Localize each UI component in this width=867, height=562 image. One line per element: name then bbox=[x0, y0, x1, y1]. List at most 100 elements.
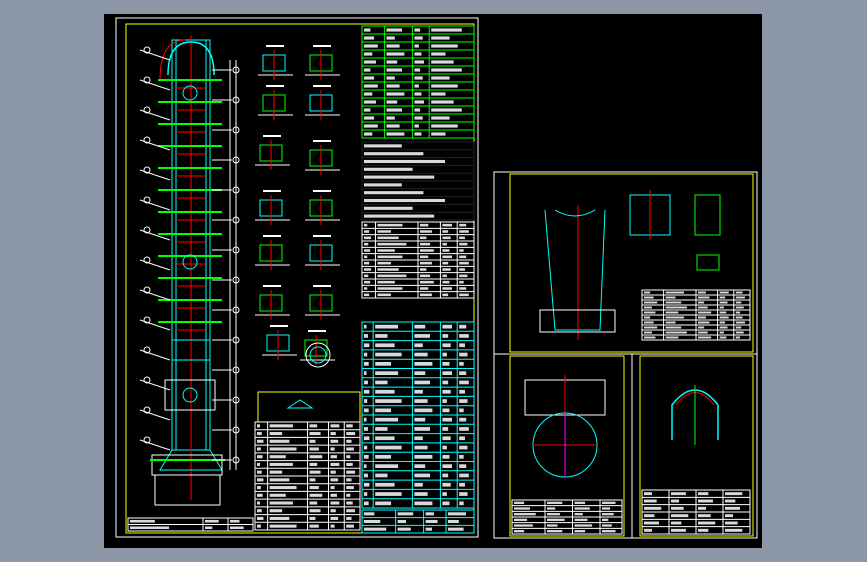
table-text-mark bbox=[269, 462, 293, 466]
table-text-mark bbox=[330, 462, 340, 466]
table-text-mark bbox=[375, 371, 399, 376]
table-text-mark bbox=[309, 486, 319, 490]
nozzle-detail-circle bbox=[305, 342, 331, 368]
bolt-detail-2 bbox=[696, 254, 720, 271]
table-text-mark bbox=[257, 455, 263, 459]
table-text-mark bbox=[719, 326, 728, 329]
table-text-mark bbox=[574, 507, 590, 510]
table-text-mark bbox=[386, 132, 405, 136]
table-text-mark bbox=[414, 417, 426, 422]
table-text-mark bbox=[719, 331, 724, 334]
table-text-mark bbox=[448, 527, 464, 531]
table-text-mark bbox=[725, 521, 738, 525]
table-text-mark bbox=[442, 223, 452, 227]
table-text-mark bbox=[442, 501, 450, 506]
table-text-mark bbox=[364, 52, 373, 56]
table-text-mark bbox=[665, 296, 676, 299]
table-text-mark bbox=[442, 242, 447, 246]
table-text-mark bbox=[665, 331, 687, 334]
table-text-mark bbox=[364, 124, 378, 128]
table-text-mark bbox=[257, 486, 261, 490]
table-text-mark bbox=[375, 501, 392, 506]
table-text-mark bbox=[414, 108, 421, 112]
table-text-mark bbox=[698, 499, 713, 503]
table-text-mark bbox=[375, 334, 388, 338]
table-text-mark bbox=[459, 242, 468, 246]
table-text-mark bbox=[514, 524, 533, 527]
transition-cone bbox=[171, 339, 211, 361]
table-text-mark bbox=[386, 44, 400, 48]
table-text-mark bbox=[377, 236, 399, 240]
balloon-callout bbox=[143, 46, 151, 54]
table-text-mark bbox=[442, 255, 452, 259]
table-text-mark bbox=[442, 334, 449, 338]
table-text-mark bbox=[257, 516, 264, 520]
table-text-mark bbox=[330, 509, 336, 513]
table-text-mark bbox=[459, 230, 469, 233]
leader-line bbox=[139, 229, 171, 241]
table-text-mark bbox=[364, 343, 370, 348]
detail-title-mark bbox=[313, 45, 331, 47]
table-text-mark bbox=[364, 36, 375, 40]
leader-line bbox=[139, 49, 171, 61]
table-text-mark bbox=[257, 509, 262, 513]
table-text-mark bbox=[375, 436, 395, 441]
table-text-mark bbox=[459, 445, 468, 450]
table-text-mark bbox=[375, 399, 402, 403]
table-text-mark bbox=[414, 482, 423, 487]
table-text-mark bbox=[269, 524, 297, 528]
table-text-mark bbox=[431, 60, 454, 64]
table-text-mark bbox=[257, 501, 261, 505]
table-text-mark bbox=[665, 311, 679, 314]
table-text-mark bbox=[442, 343, 451, 348]
manway-mid bbox=[182, 254, 198, 270]
table-text-mark bbox=[364, 92, 373, 96]
table-text-mark bbox=[420, 236, 427, 240]
table-text-mark bbox=[442, 417, 452, 422]
table-text-mark bbox=[547, 501, 563, 504]
table-text-mark bbox=[377, 230, 391, 233]
table-text-mark bbox=[574, 501, 586, 504]
table-text-mark bbox=[547, 524, 558, 527]
table-text-mark bbox=[414, 76, 423, 80]
table-text-mark bbox=[431, 28, 462, 32]
table-text-mark bbox=[375, 389, 395, 394]
table-text-mark bbox=[735, 296, 745, 299]
table-text-mark bbox=[420, 242, 431, 246]
table-text-mark bbox=[665, 336, 679, 339]
table-text-mark bbox=[644, 499, 657, 503]
table-text-mark bbox=[719, 291, 729, 294]
table-text-mark bbox=[459, 287, 467, 290]
table-text-mark bbox=[719, 316, 729, 319]
table-text-mark bbox=[346, 470, 356, 474]
table-text-mark bbox=[346, 432, 356, 436]
table-text-mark bbox=[442, 236, 451, 240]
table-text-mark bbox=[644, 306, 652, 309]
table-text-mark bbox=[442, 408, 450, 413]
detail-title-mark bbox=[263, 190, 281, 192]
table-text-mark bbox=[671, 514, 689, 518]
table-text-mark bbox=[442, 230, 449, 233]
table-text-mark bbox=[364, 268, 372, 271]
table-text-mark bbox=[309, 432, 321, 436]
table-text-mark bbox=[420, 230, 432, 233]
table-text-mark bbox=[309, 478, 316, 482]
table-text-mark bbox=[386, 52, 405, 56]
table-text-mark bbox=[346, 516, 352, 520]
table-text-mark bbox=[330, 439, 339, 443]
table-text-mark bbox=[442, 427, 449, 431]
table-text-mark bbox=[431, 108, 462, 112]
table-text-mark bbox=[364, 352, 368, 357]
table-text-mark bbox=[735, 306, 744, 309]
table-text-mark bbox=[364, 28, 371, 32]
table-text-mark bbox=[719, 306, 724, 309]
table-text-mark bbox=[442, 371, 452, 376]
table-text-mark bbox=[414, 44, 419, 48]
leader-line bbox=[139, 319, 171, 331]
table-text-mark bbox=[377, 249, 395, 252]
table-text-mark bbox=[364, 60, 376, 64]
table-text-mark bbox=[414, 464, 426, 469]
table-text-mark bbox=[547, 518, 565, 521]
table-text-mark bbox=[602, 530, 616, 533]
